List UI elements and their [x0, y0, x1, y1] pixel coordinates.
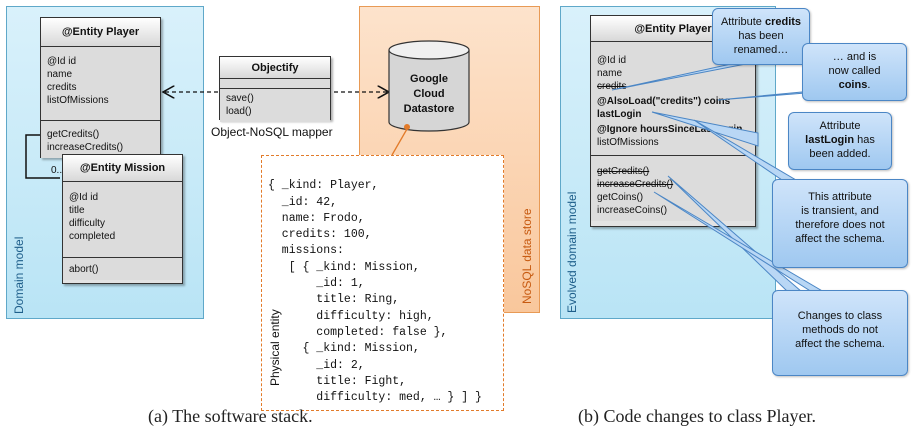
callout-line: affect the schema.: [795, 338, 885, 350]
callout-line: been added.: [809, 148, 871, 160]
method-getcoins: getCoins(): [597, 192, 644, 203]
code-line: title: Ring,: [268, 293, 400, 307]
code-line: difficulty: high,: [268, 309, 434, 323]
attribute: title: [69, 205, 85, 216]
objectify-methods: save() load(): [220, 89, 330, 122]
code-line: difficulty: med, … } ] }: [268, 391, 482, 405]
player-class[interactable]: @Entity Player @Id id name credits listO…: [40, 17, 161, 158]
method: load(): [226, 106, 252, 117]
mission-class[interactable]: @Entity Mission @Id id title difficulty …: [62, 154, 183, 284]
method: save(): [226, 93, 254, 104]
callout-credits-renamed: Attribute credits has been renamed…: [712, 8, 810, 65]
datastore-label-line: Google: [410, 73, 448, 85]
attribute: name: [47, 69, 73, 80]
objectify-empty-section: [220, 79, 330, 89]
method: getCredits(): [47, 129, 100, 140]
method-increasecoins: increaseCoins(): [597, 205, 668, 216]
code-line: [ { _kind: Mission,: [268, 260, 420, 274]
callout-bold: coins: [838, 79, 868, 91]
caption-b: (b) Code changes to class Player.: [578, 406, 816, 426]
attribute: @Id id: [47, 56, 77, 67]
method: increaseCredits(): [47, 142, 124, 153]
method-getcredits-removed: getCredits(): [597, 166, 650, 177]
code-line: { _kind: Player,: [268, 179, 379, 193]
code-line: _id: 2,: [268, 358, 365, 372]
callout-line: coins.: [838, 79, 871, 91]
callout-line: … and is: [832, 51, 877, 63]
attribute: listOfMissions: [47, 95, 109, 106]
player-class-title: @Entity Player: [41, 18, 160, 47]
code-line: { _kind: Mission,: [268, 342, 420, 356]
connector-lines-a: [25, 40, 470, 179]
mapper-caption: Object-NoSQL mapper: [211, 125, 333, 139]
callout-line: affect the schema.: [795, 233, 885, 245]
callout-line: now called: [828, 65, 881, 77]
callout-line: is transient, and: [801, 205, 879, 217]
callout-line: therefore does not: [795, 219, 885, 231]
callout-line: Attribute: [819, 120, 861, 132]
attribute-id: @Id id: [597, 55, 627, 66]
attribute: @Id id: [69, 192, 99, 203]
entity-code: { _kind: Player, _id: 42, name: Frodo, c…: [268, 162, 482, 423]
callout-line: lastLogin has: [805, 134, 875, 146]
attribute: completed: [69, 231, 116, 242]
code-line: credits: 100,: [268, 228, 372, 242]
datastore-label-line: Cloud: [413, 88, 445, 100]
attribute-missions: listOfMissions: [597, 137, 659, 148]
attribute-credits-removed: credits: [597, 81, 627, 92]
callout-line: methods do not: [802, 324, 878, 336]
code-line: _id: 1,: [268, 277, 365, 291]
mission-class-title: @Entity Mission: [63, 155, 182, 182]
method-increasecredits-removed: increaseCredits(): [597, 179, 674, 190]
player-attributes: @Id id name credits listOfMissions: [41, 47, 160, 121]
callout-bold: credits: [764, 16, 802, 28]
callout-bold: lastLogin: [805, 134, 855, 146]
evolved-player-methods: getCredits() increaseCredits() getCoins(…: [591, 156, 755, 221]
multiplicity-label: 0..*: [51, 165, 67, 176]
mission-attributes: @Id id title difficulty completed: [63, 182, 182, 258]
objectify-class[interactable]: Objectify save() load(): [219, 56, 331, 122]
player-methods: getCredits() increaseCredits(): [41, 121, 160, 158]
code-line: _id: 42,: [268, 195, 338, 209]
callout-now-coins: … and is now called coins.: [802, 43, 907, 101]
attribute-name: name: [597, 68, 623, 79]
callout-line: Changes to class: [797, 310, 883, 322]
code-line: missions:: [268, 244, 344, 258]
attribute-coins: @AlsoLoad("credits") coins: [597, 96, 731, 107]
mission-methods: abort(): [63, 258, 182, 280]
callout-transient: This attribute is transient, and therefo…: [772, 179, 908, 268]
objectify-title: Objectify: [220, 57, 330, 79]
code-line: completed: false },: [268, 325, 448, 339]
physical-entity-box: [261, 155, 504, 411]
datastore-label-line: Datastore: [403, 103, 455, 115]
caption-a: (a) The software stack.: [148, 406, 313, 426]
datastore-label: Google Cloud Datastore: [389, 72, 469, 117]
callout-line: has been: [738, 30, 784, 42]
attribute-ignore: @Ignore hoursSinceLastLogin: [597, 124, 743, 135]
callout-line: Attribute credits: [720, 16, 802, 28]
code-line: name: Frodo,: [268, 211, 365, 225]
attribute-lastlogin: lastLogin: [597, 109, 642, 120]
method: abort(): [69, 264, 99, 275]
callout-line: renamed…: [733, 44, 789, 56]
attribute: difficulty: [69, 218, 105, 229]
callout-methods: Changes to class methods do not affect t…: [772, 290, 908, 376]
callout-line: This attribute: [808, 191, 872, 203]
attribute: credits: [47, 82, 77, 93]
callout-lastlogin-added: Attribute lastLogin has been added.: [788, 112, 892, 170]
code-line: title: Fight,: [268, 374, 407, 388]
